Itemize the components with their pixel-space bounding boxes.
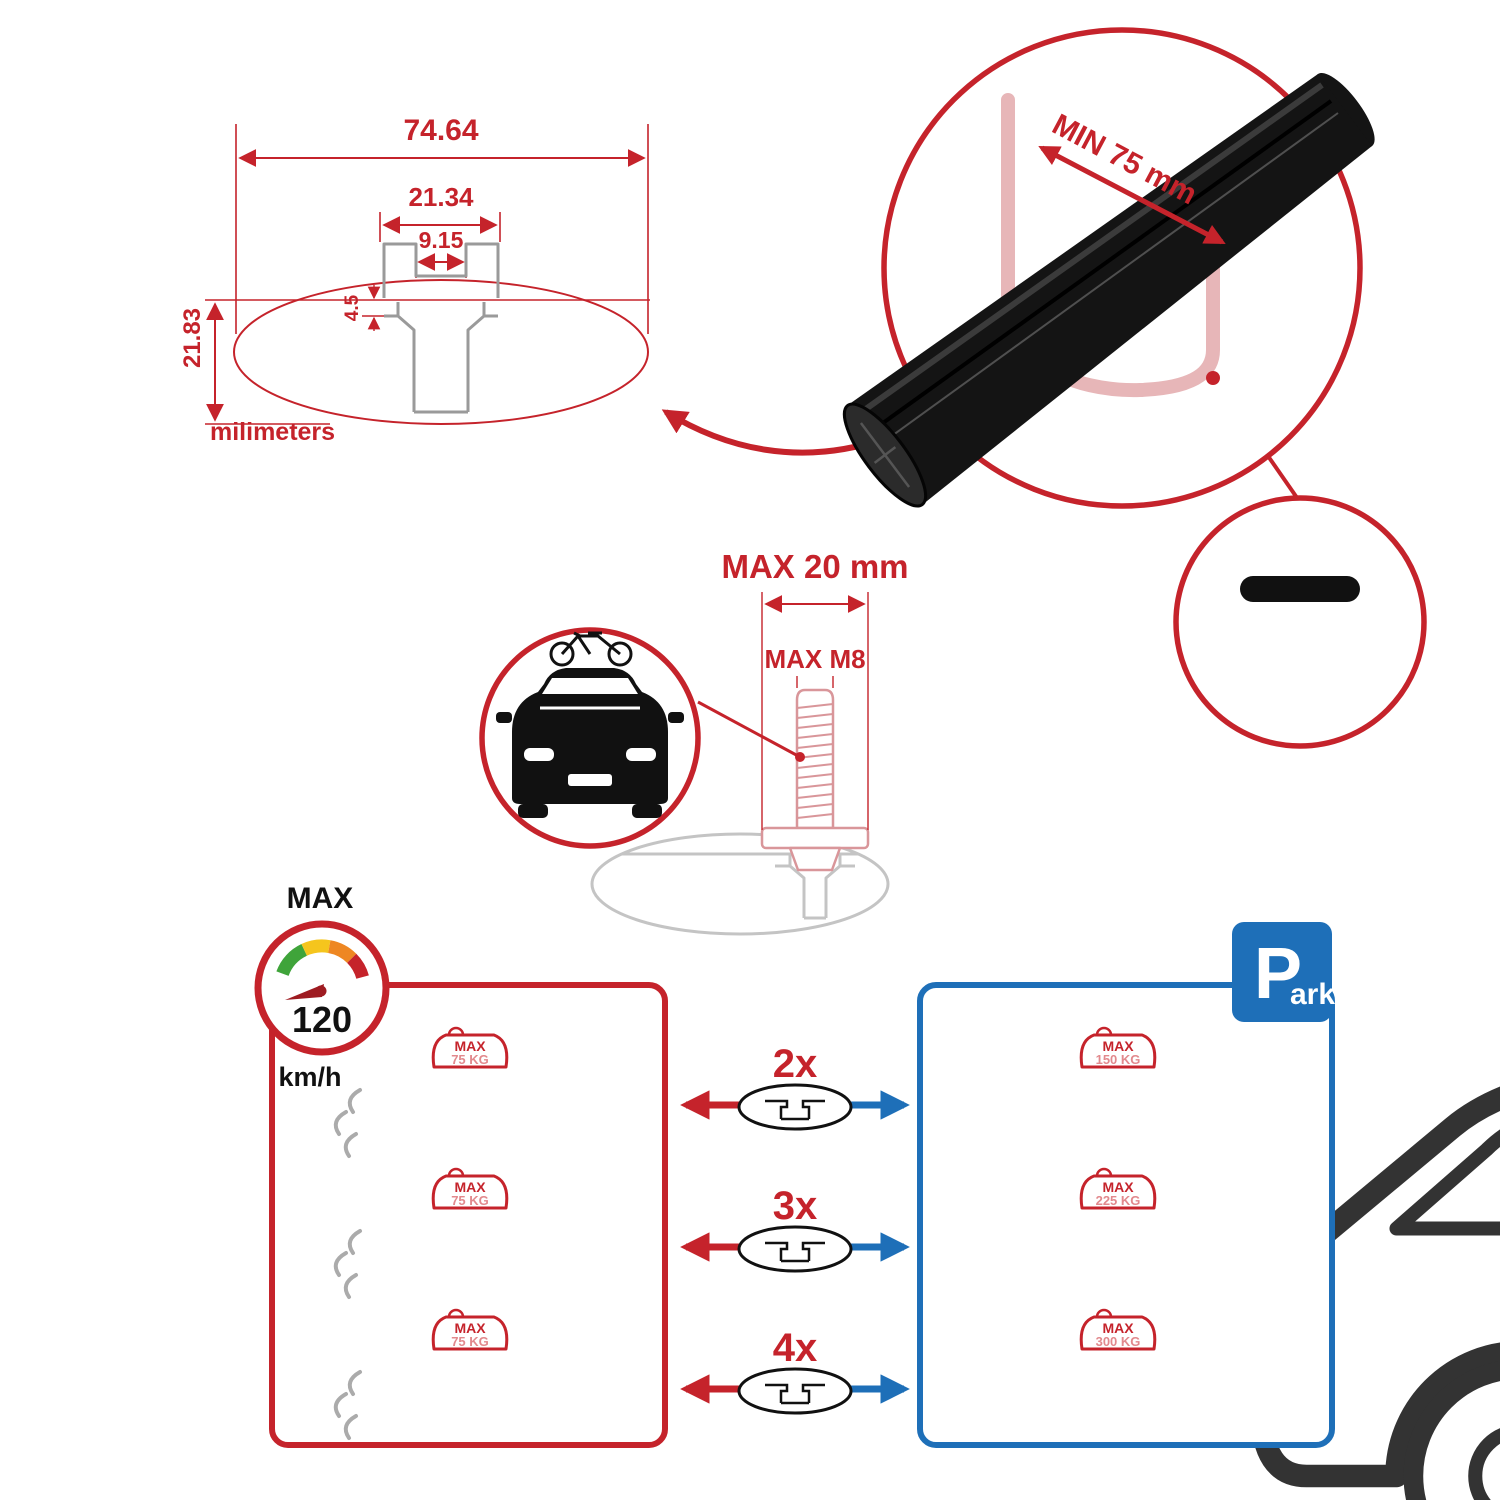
svg-text:MAX: MAX	[1102, 1038, 1134, 1054]
max-thread-label: MAX M8	[764, 644, 865, 674]
dim-slot-width: 21.34	[408, 182, 474, 212]
bolt-leader-dot	[795, 752, 805, 762]
roof-box	[1240, 576, 1360, 602]
bar-cross-section-icon	[737, 1083, 853, 1131]
svg-text:225 KG: 225 KG	[1096, 1193, 1141, 1208]
multiplier-label: 4x	[773, 1326, 818, 1370]
gauge-arc	[276, 939, 369, 980]
parked-cars: MAX 150 KG MAX 225 KG MAX 300 KG	[1079, 1026, 1157, 1351]
gauge-pivot	[315, 985, 327, 997]
dim-lip-depth: 4.5	[342, 294, 363, 321]
park-sign-plate	[1232, 922, 1332, 1022]
gauge-needle	[285, 984, 324, 1000]
parked-cars-box	[917, 982, 1335, 1448]
svg-text:MAX: MAX	[1102, 1179, 1134, 1195]
units-label: milimeters	[210, 418, 335, 446]
max-head-label: MAX 20 mm	[721, 548, 908, 585]
bolt-flange	[760, 826, 870, 850]
profile-dimension-diagram: 74.64 21.34 9.15 4.5 21.83 milimeters	[179, 114, 887, 456]
bar-cross-section-icon	[737, 1367, 853, 1415]
bolt-leader-line	[697, 700, 801, 759]
min-span-arrow	[1038, 145, 1226, 245]
car-front-silhouette	[496, 668, 684, 818]
load-badge: MAX 225 KG	[1079, 1167, 1157, 1210]
strap-dot	[1206, 371, 1220, 385]
multiplier-label: 3x	[773, 1184, 818, 1228]
dim-channel-width: 9.15	[419, 227, 464, 253]
svg-text:MAX: MAX	[454, 1179, 486, 1195]
moving-cars: MAX 75 KG MAX 75 KG MAX 75 KG	[333, 1026, 509, 1440]
multiplier-rows: 2x 3x 4x	[680, 1042, 910, 1415]
svg-text:75 KG: 75 KG	[451, 1052, 489, 1067]
bicycle-icon	[549, 631, 633, 667]
svg-text:MAX: MAX	[454, 1038, 486, 1054]
svg-text:MAX: MAX	[454, 1320, 486, 1336]
bolt-diagram: MAX 20 mm MAX M8	[590, 548, 909, 936]
crossbar-detail-circle: MIN 75 mm	[842, 27, 1375, 509]
park-sign-suffix: ark	[1290, 978, 1335, 1011]
speed-limit-gauge: MAX 120 km/h	[254, 882, 390, 1092]
svg-text:75 KG: 75 KG	[451, 1193, 489, 1208]
park-sign-letter: P	[1254, 934, 1302, 1014]
speed-heading: MAX	[287, 882, 354, 915]
svg-text:300 KG: 300 KG	[1096, 1334, 1141, 1349]
svg-text:150 KG: 150 KG	[1096, 1052, 1141, 1067]
multiplier-label: 2x	[773, 1042, 818, 1086]
load-badge: MAX 75 KG	[431, 1167, 509, 1210]
t-bolt	[760, 688, 870, 872]
load-badge: MAX 75 KG	[431, 1308, 509, 1351]
profile-ellipse	[233, 279, 649, 425]
bar-cross-section-icon	[737, 1225, 853, 1273]
speed-units: km/h	[278, 1062, 341, 1092]
svg-text:75 KG: 75 KG	[451, 1334, 489, 1349]
bolt-neck	[788, 846, 842, 872]
svg-text:MAX: MAX	[1102, 1320, 1134, 1336]
moving-cars-box	[269, 982, 668, 1448]
speed-value: 120	[292, 999, 352, 1040]
load-badge: MAX 150 KG	[1079, 1026, 1157, 1069]
roofbox-circle	[1173, 495, 1427, 749]
dim-total-width: 74.64	[403, 114, 478, 147]
roofbox-car-circle	[1173, 495, 1500, 1500]
t-slot-profile	[382, 242, 500, 414]
load-badge: MAX 300 KG	[1079, 1308, 1157, 1351]
bike-car-circle	[479, 627, 701, 849]
crossbar-render	[842, 72, 1375, 508]
park-sign: P ark	[1232, 922, 1335, 1022]
load-badge: MAX 75 KG	[431, 1026, 509, 1069]
ghost-ellipse	[590, 832, 890, 936]
bolt-thread-lines	[796, 703, 834, 819]
dim-profile-height: 21.83	[179, 308, 206, 368]
